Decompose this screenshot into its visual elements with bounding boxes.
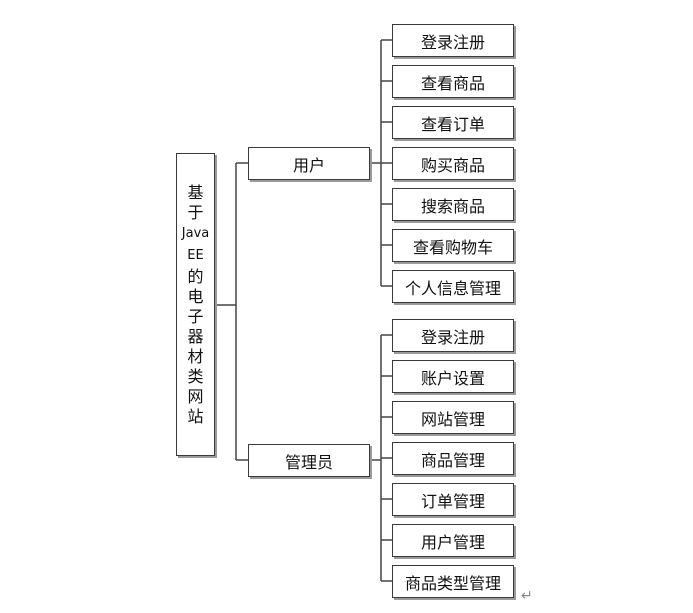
root-char: EE [187,247,204,263]
branch-node-admin: 管理员 [248,444,370,477]
root-char: 类 [187,366,204,386]
root-char: 材 [187,346,204,366]
root-char: 电 [187,286,204,306]
user-leaf-node: 查看订单 [392,106,514,139]
root-char: Java [181,225,210,241]
root-char: 子 [187,306,204,326]
user-leaf-node: 查看商品 [392,65,514,98]
user-leaf-node: 登录注册 [392,24,514,57]
admin-leaf-node: 商品类型管理 [392,565,514,598]
root-char: 基 [187,182,204,202]
root-char: 于 [187,202,204,222]
user-leaf-node: 购买商品 [392,147,514,180]
admin-leaf-node: 登录注册 [392,319,514,352]
admin-leaf-node: 网站管理 [392,401,514,434]
root-node: 基 于 Java EE 的 电 子 器 材 类 网 站 [176,153,215,456]
branch-node-user: 用户 [248,147,370,180]
admin-leaf-node: 订单管理 [392,483,514,516]
admin-leaf-node: 账户设置 [392,360,514,393]
user-leaf-node: 搜索商品 [392,188,514,221]
user-leaf-node: 个人信息管理 [392,270,514,303]
return-mark-icon: ↵ [521,588,533,604]
root-char: 的 [187,266,204,286]
root-char: 器 [187,326,204,346]
admin-leaf-node: 商品管理 [392,442,514,475]
user-leaf-node: 查看购物车 [392,229,514,262]
root-char: 站 [187,406,204,426]
admin-leaf-node: 用户管理 [392,524,514,557]
root-char: 网 [187,386,204,406]
